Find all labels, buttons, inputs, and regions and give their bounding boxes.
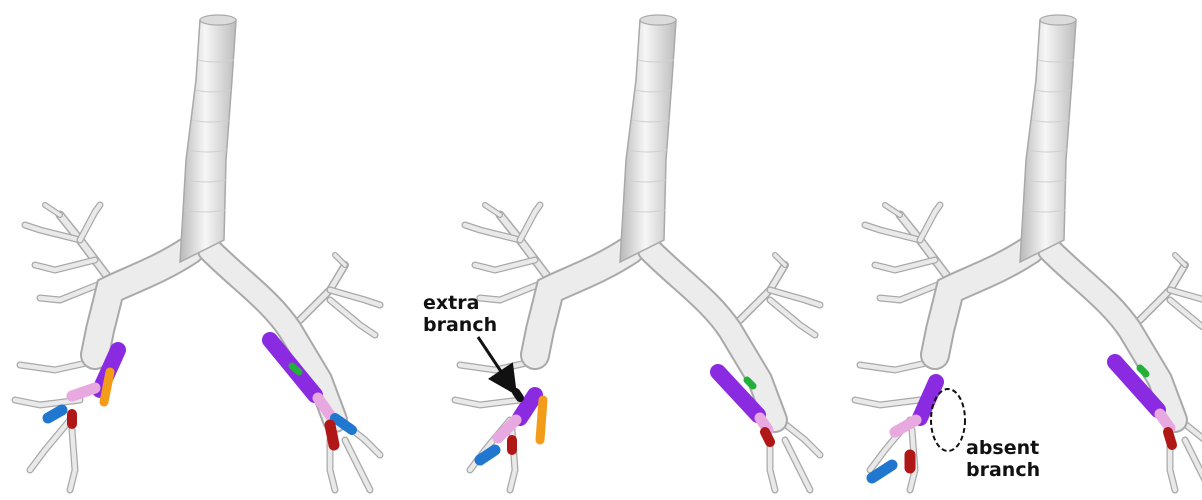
extra-branch-label-line-2: branch [423, 314, 497, 336]
absent-branch-label-line-2: branch [966, 459, 1040, 481]
segment-orange [540, 400, 543, 440]
segment-green [747, 380, 753, 386]
extra-branch-arrow [478, 337, 512, 388]
segment-purple [920, 382, 936, 418]
panel-2 [455, 15, 820, 490]
panel-3 [855, 15, 1202, 490]
segment-black-extra [516, 392, 520, 398]
segment-red [330, 425, 334, 445]
panel-1 [15, 15, 380, 490]
absent-branch-label-line-1: absent [966, 437, 1040, 459]
segment-orange [104, 372, 110, 402]
extra-branch-label-line-1: extra [423, 292, 497, 314]
segment-green [292, 366, 299, 372]
absent-branch-label: absent branch [966, 437, 1040, 481]
segment-red [765, 432, 770, 442]
segment-blue [48, 410, 62, 418]
segment-red [1168, 432, 1172, 445]
segment-green [1140, 368, 1146, 374]
segment-pink [72, 388, 95, 396]
extra-branch-label: extra branch [423, 292, 497, 336]
absent-branch-marker [931, 389, 965, 451]
